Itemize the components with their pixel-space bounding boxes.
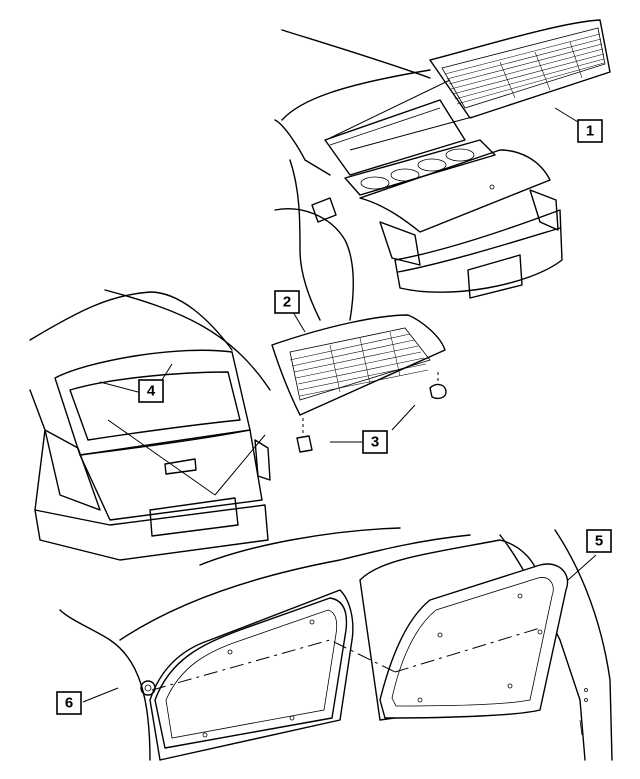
callout-3: 3: [362, 430, 388, 454]
callout-4-label: 4: [147, 383, 156, 400]
callout-3-label: 3: [371, 434, 379, 451]
callout-4: 4: [138, 379, 164, 403]
callout-1: 1: [577, 119, 603, 143]
grommet-icon: [140, 680, 156, 696]
callout-1-label: 1: [586, 123, 594, 140]
speaker-icon: [360, 176, 390, 190]
callout-6: 6: [56, 691, 82, 715]
clip-icon: [429, 383, 447, 400]
liftgate-glass: [69, 371, 241, 441]
license-plate: [467, 254, 523, 299]
callout-6-label: 6: [65, 695, 73, 712]
fuel-door: [311, 197, 337, 223]
wagon-rear-view: [29, 289, 447, 561]
clip-icon: [296, 435, 313, 453]
callout-5: 5: [586, 529, 612, 553]
license-plate: [149, 497, 239, 537]
callout-2: 2: [274, 290, 300, 314]
speaker-icon: [445, 148, 475, 162]
wagon-quarter-window-view: [59, 527, 613, 761]
liftgate-handle: [164, 458, 197, 475]
callout-5-label: 5: [595, 533, 603, 550]
speaker-icon: [390, 168, 420, 182]
quarter-window-glass-5: [379, 563, 569, 719]
speaker-icon: [417, 158, 447, 172]
quarter-window-glass-6: [154, 597, 348, 749]
sedan-rear-view: [274, 19, 611, 321]
callout-2-label: 2: [283, 294, 291, 311]
